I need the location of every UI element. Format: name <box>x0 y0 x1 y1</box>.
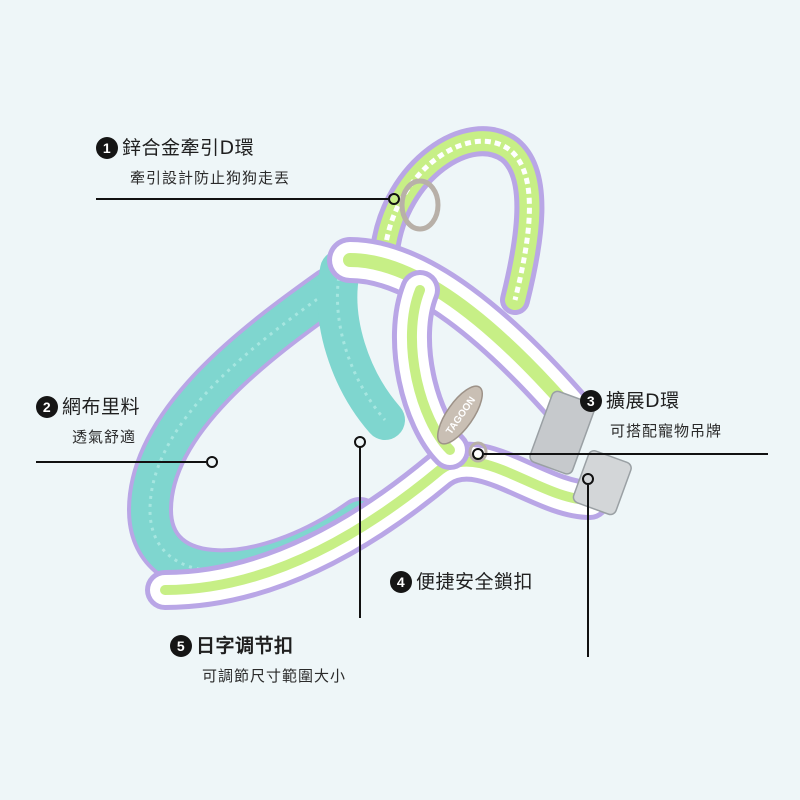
callout-4: 4 便捷安全鎖扣 <box>390 570 533 594</box>
belly-strap <box>145 441 610 610</box>
callout-2: 2 網布里料 透氣舒適 <box>36 395 140 447</box>
callout-5: 5 日字调节扣 可調節尺寸範圍大小 <box>170 634 346 686</box>
callout-5-number: 5 <box>170 635 192 657</box>
side-d-ring <box>468 441 488 463</box>
callout-4-number: 4 <box>390 571 412 593</box>
callout-4-title: 便捷安全鎖扣 <box>416 571 534 593</box>
callout-2-marker <box>206 456 218 468</box>
callout-1: 1 鋅合金牽引D環 牽引設計防止狗狗走丟 <box>96 136 290 188</box>
callout-2-number: 2 <box>36 396 58 418</box>
callout-3-number: 3 <box>580 390 602 412</box>
callout-1-subtitle: 牽引設計防止狗狗走丟 <box>130 169 291 187</box>
callout-1-leader-line <box>96 198 388 200</box>
callout-1-number: 1 <box>96 137 118 159</box>
callout-3-leader-line <box>484 453 768 455</box>
callout-3-subtitle: 可搭配寵物吊牌 <box>610 422 723 440</box>
d-ring <box>399 178 441 232</box>
callout-1-marker <box>388 193 400 205</box>
callout-2-leader-line <box>36 461 206 463</box>
callout-5-title: 日字调节扣 <box>196 635 294 657</box>
callout-3: 3 擴展D環 可搭配寵物吊牌 <box>580 389 722 441</box>
callout-4-marker <box>582 473 594 485</box>
callout-3-title: 擴展D環 <box>606 390 680 412</box>
callout-5-marker <box>354 436 366 448</box>
callout-1-title: 鋅合金牽引D環 <box>122 137 255 159</box>
callout-2-title: 網布里料 <box>62 396 141 418</box>
callout-3-marker <box>472 448 484 460</box>
callout-4-leader-line <box>587 485 589 657</box>
callout-2-subtitle: 透氣舒適 <box>72 428 137 446</box>
callout-5-subtitle: 可調節尺寸範圍大小 <box>202 667 347 685</box>
callout-5-leader-line <box>359 447 361 618</box>
